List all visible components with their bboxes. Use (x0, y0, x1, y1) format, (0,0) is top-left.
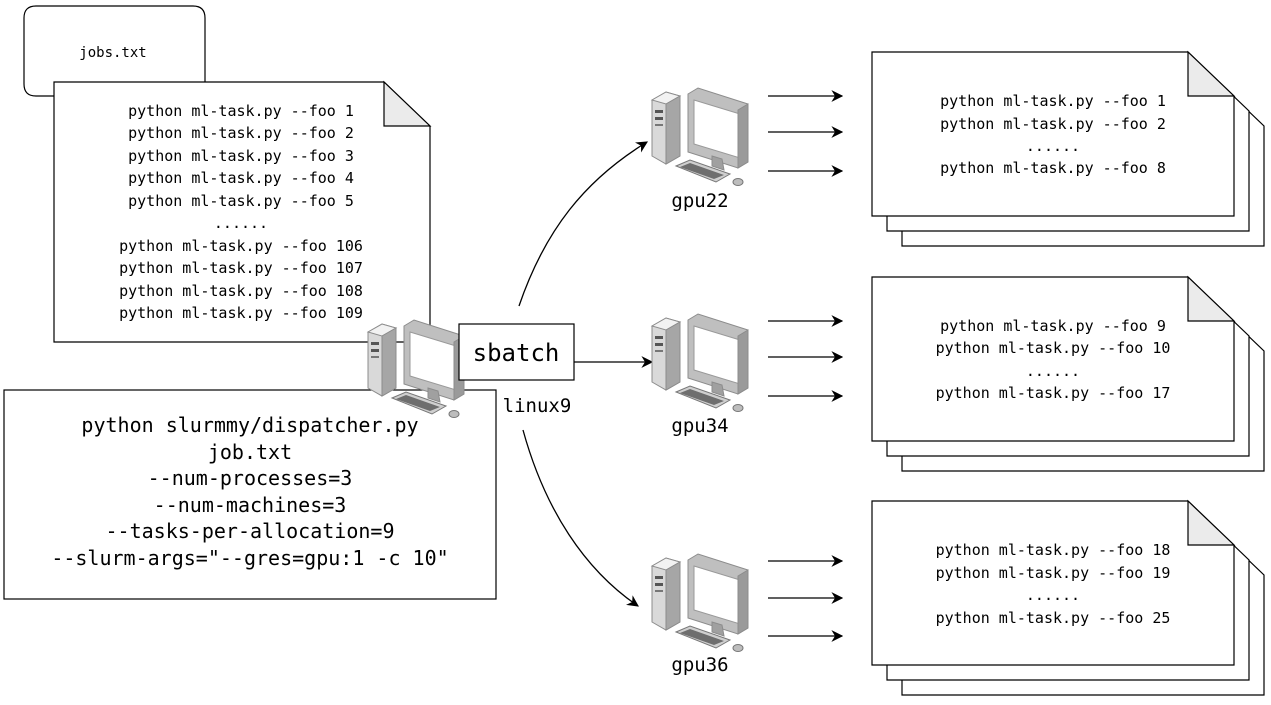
machine-gpu34: gpu34 python ml-task.py --foo 9 python m… (651, 275, 1265, 472)
task-line: python ml-task.py --foo 2 (940, 115, 1166, 133)
command-line: --tasks-per-allocation=9 (106, 519, 395, 543)
task-note-fold (1187, 50, 1236, 97)
task-line: python ml-task.py --foo 17 (936, 384, 1171, 402)
login-node-name: linux9 (503, 395, 572, 417)
jobs-file-note (53, 81, 431, 343)
task-line: python ml-task.py --foo 9 (940, 317, 1166, 335)
task-line: ...... (1026, 137, 1080, 155)
task-note (871, 51, 1235, 217)
jobs-line: python ml-task.py --foo 109 (119, 304, 363, 322)
task-line: python ml-task.py --foo 25 (936, 609, 1171, 627)
task-line: python ml-task.py --foo 18 (936, 541, 1171, 559)
sbatch-label: sbatch (473, 339, 560, 367)
machine-name: gpu34 (671, 415, 728, 437)
jobs-line: python ml-task.py --foo 108 (119, 282, 363, 300)
task-line: python ml-task.py --foo 19 (936, 564, 1171, 582)
task-note (871, 276, 1235, 442)
gpu34-computer-icon (651, 313, 749, 412)
task-note-fold (1187, 499, 1236, 546)
task-note-fold (1187, 275, 1236, 322)
dispatcher-command-lines: python slurmmy/dispatcher.py job.txt --n… (51, 413, 448, 570)
gpu36-computer-icon (651, 553, 749, 652)
dispatcher-command-box (3, 389, 497, 600)
command-line: --num-processes=3 (148, 466, 353, 490)
machine-gpu22: gpu22 python ml-task.py --foo 1 python m… (651, 50, 1265, 247)
command-line: python slurmmy/dispatcher.py (81, 413, 418, 437)
jobs-file-label: jobs.txt (79, 45, 146, 61)
jobs-file-lines: python ml-task.py --foo 1 python ml-task… (119, 102, 363, 322)
task-line: python ml-task.py --foo 10 (936, 339, 1171, 357)
jobs-line: python ml-task.py --foo 107 (119, 259, 363, 277)
jobs-line: python ml-task.py --foo 4 (128, 169, 354, 187)
machine-gpu36: gpu36 python ml-task.py --foo 18 python … (651, 499, 1265, 696)
dispatch-arrow-gpu22 (518, 141, 648, 307)
jobs-line: python ml-task.py --foo 1 (128, 102, 354, 120)
task-line: ...... (1026, 586, 1080, 604)
command-line: --slurm-args="--gres=gpu:1 -c 10" (51, 546, 448, 570)
command-line: job.txt (208, 440, 292, 464)
task-line: ...... (1026, 362, 1080, 380)
jobs-line: python ml-task.py --foo 5 (128, 192, 354, 210)
jobs-file-fold (383, 80, 432, 127)
task-note (871, 500, 1235, 666)
jobs-line: python ml-task.py --foo 106 (119, 237, 363, 255)
jobs-file-tab (23, 5, 206, 97)
machine-name: gpu22 (671, 190, 728, 212)
jobs-line: python ml-task.py --foo 2 (128, 124, 354, 142)
jobs-line: python ml-task.py --foo 3 (128, 147, 354, 165)
jobs-line: ...... (214, 214, 268, 232)
task-line: python ml-task.py --foo 1 (940, 92, 1166, 110)
machine-name: gpu36 (671, 654, 728, 676)
command-line: --num-machines=3 (154, 493, 347, 517)
dispatch-arrow-gpu36 (522, 429, 639, 607)
sbatch-box (458, 323, 575, 381)
gpu22-computer-icon (651, 87, 749, 186)
task-line: python ml-task.py --foo 8 (940, 159, 1166, 177)
